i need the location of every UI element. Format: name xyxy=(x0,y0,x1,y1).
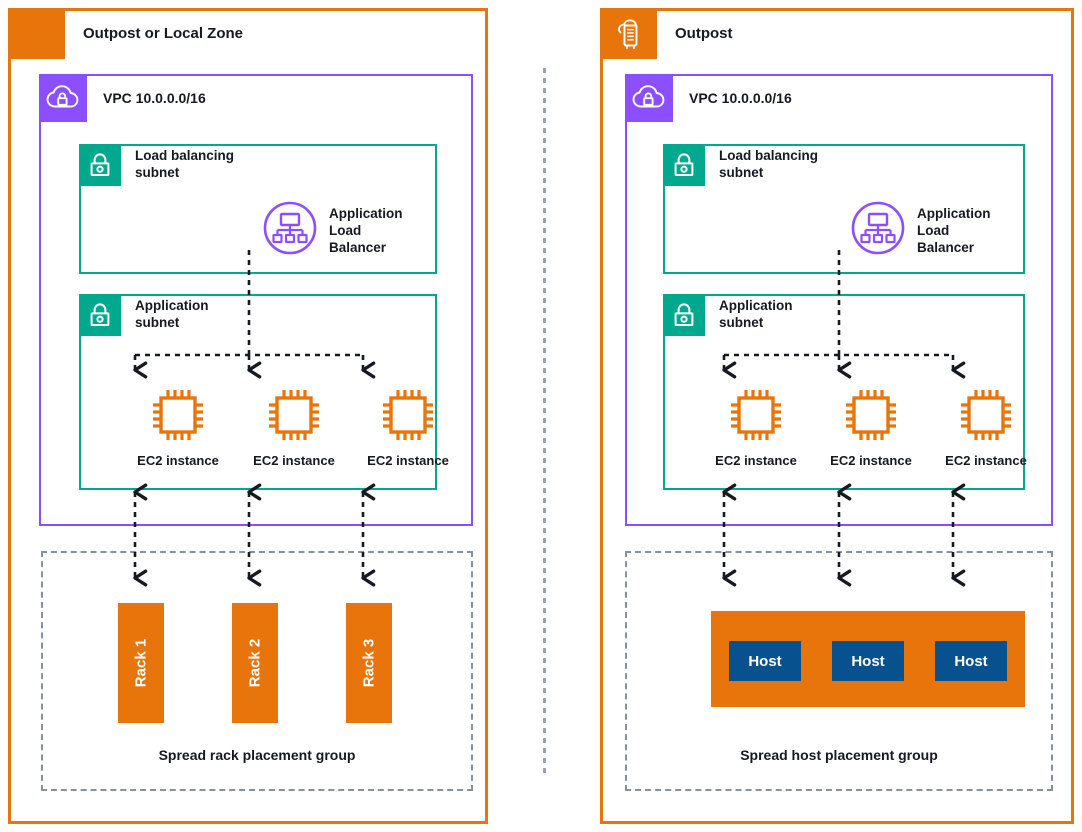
lb-subnet-header-left: Load balancing subnet xyxy=(79,144,234,186)
rack-3: Rack 3 xyxy=(346,603,392,723)
app-subnet-header-right: Application subnet xyxy=(663,294,793,336)
lb-subnet-title-left: Load balancing subnet xyxy=(135,148,235,180)
ec2-instance-icon xyxy=(731,390,781,440)
app-subnet-header-left: Application subnet xyxy=(79,294,209,336)
ec2-instance-right-1: EC2 instance xyxy=(704,386,808,468)
application-load-balancer-icon xyxy=(263,201,317,260)
zone-header-right: Outpost xyxy=(600,8,733,59)
outpost-rack-unit: Host Host Host xyxy=(711,611,1025,707)
spread-rack-placement-group: Rack 1 Rack 2 Rack 3 Spread rack placeme… xyxy=(41,551,473,791)
panel-divider xyxy=(543,68,546,778)
application-load-balancer-label-left: Application Load Balancer xyxy=(329,206,403,255)
outpost-panel: Outpost VPC 10.0.0.0/16 xyxy=(600,8,1074,824)
rack-3-label: Rack 3 xyxy=(360,638,378,688)
rack-2-label: Rack 2 xyxy=(246,638,264,688)
vpc-cloud-lock-icon xyxy=(39,74,87,122)
ec2-instance-icon xyxy=(269,390,319,440)
application-subnet-left: Application subnet EC2 instance xyxy=(79,294,449,490)
host-2: Host xyxy=(832,641,904,681)
padlock-icon xyxy=(663,294,705,336)
zone-title-left: Outpost or Local Zone xyxy=(83,25,243,42)
ec2-instance-icon xyxy=(153,390,203,440)
padlock-icon xyxy=(663,144,705,186)
application-subnet-right: Application subnet EC2 instance xyxy=(663,294,1027,490)
lb-subnet-header-right: Load balancing subnet xyxy=(663,144,818,186)
outpost-rack-icon xyxy=(600,8,657,59)
ec2-label-left-3: EC2 instance xyxy=(367,453,449,468)
application-load-balancer-icon xyxy=(851,201,905,260)
spread-host-placement-group: Host Host Host Spread host placement gro… xyxy=(625,551,1053,791)
ec2-instance-left-3: EC2 instance xyxy=(356,386,460,468)
vpc-title-left: VPC 10.0.0.0/16 xyxy=(103,90,206,106)
ec2-instance-right-3: EC2 instance xyxy=(934,386,1038,468)
padlock-icon xyxy=(79,144,121,186)
vpc-header-left: VPC 10.0.0.0/16 xyxy=(39,74,206,122)
load-balancing-subnet-left: Load balancing subnet Application xyxy=(79,144,437,274)
ec2-label-right-1: EC2 instance xyxy=(715,453,797,468)
load-balancing-subnet-right: Load balancing subnet Application xyxy=(663,144,1025,274)
zone-tab-left xyxy=(8,8,65,59)
application-load-balancer-right: Application Load Balancer xyxy=(851,201,991,260)
ec2-instance-icon xyxy=(961,390,1011,440)
lb-subnet-title-right: Load balancing subnet xyxy=(719,148,819,180)
rack-1: Rack 1 xyxy=(118,603,164,723)
spread-rack-placement-group-label: Spread rack placement group xyxy=(158,747,356,763)
vpc-header-right: VPC 10.0.0.0/16 xyxy=(625,74,792,122)
application-load-balancer-label-right: Application Load Balancer xyxy=(917,206,991,255)
padlock-icon xyxy=(79,294,121,336)
vpc-box-left: VPC 10.0.0.0/16 Load balancing subnet xyxy=(39,74,473,526)
ec2-instance-left-1: EC2 instance xyxy=(126,386,230,468)
rack-1-label: Rack 1 xyxy=(132,638,150,688)
application-load-balancer-left: Application Load Balancer xyxy=(263,201,403,260)
zone-title-right: Outpost xyxy=(675,25,733,42)
zone-header-left: Outpost or Local Zone xyxy=(8,8,243,59)
ec2-instance-icon xyxy=(383,390,433,440)
app-subnet-title-right: Application subnet xyxy=(719,298,793,330)
outpost-or-local-zone-panel: Outpost or Local Zone VPC 10.0.0.0/16 xyxy=(8,8,488,824)
app-subnet-title-left: Application subnet xyxy=(135,298,209,330)
spread-host-placement-group-label: Spread host placement group xyxy=(740,747,938,763)
ec2-label-right-2: EC2 instance xyxy=(830,453,912,468)
ec2-instance-left-2: EC2 instance xyxy=(242,386,346,468)
ec2-label-left-2: EC2 instance xyxy=(253,453,335,468)
host-3: Host xyxy=(935,641,1007,681)
ec2-label-right-3: EC2 instance xyxy=(945,453,1027,468)
vpc-title-right: VPC 10.0.0.0/16 xyxy=(689,90,792,106)
ec2-instance-right-2: EC2 instance xyxy=(819,386,923,468)
vpc-box-right: VPC 10.0.0.0/16 Load balancing subnet xyxy=(625,74,1053,526)
host-1: Host xyxy=(729,641,801,681)
ec2-label-left-1: EC2 instance xyxy=(137,453,219,468)
ec2-instance-icon xyxy=(846,390,896,440)
vpc-cloud-lock-icon xyxy=(625,74,673,122)
rack-2: Rack 2 xyxy=(232,603,278,723)
